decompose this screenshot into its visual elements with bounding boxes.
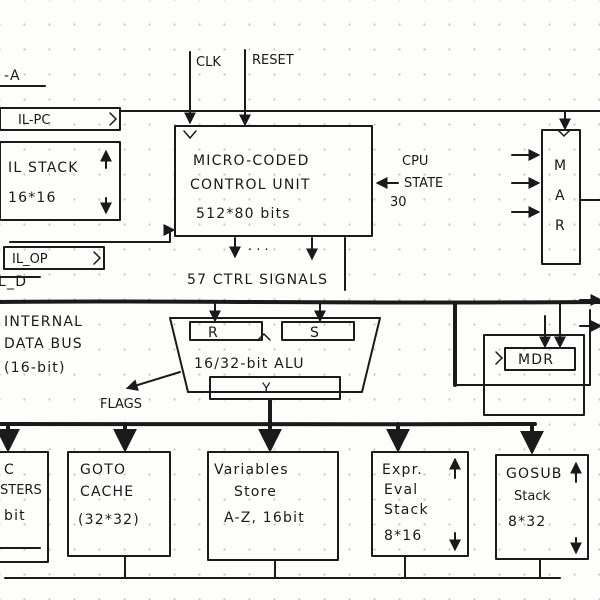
il-stack-title: IL STACK (8, 160, 79, 176)
il-op-register: IL_OP (3, 246, 105, 270)
expr-eval-line1: Expr. (382, 462, 423, 478)
variables-box (207, 451, 339, 561)
control-unit-box (174, 125, 373, 237)
control-unit-line2: CONTROL UNIT (190, 177, 311, 193)
bus-label-line1: INTERNAL (4, 314, 83, 330)
il-stack-box (0, 141, 121, 221)
goto-cache-line3: (32*32) (78, 512, 140, 528)
gosub-line3: 8*32 (508, 514, 547, 530)
mar-letter-a: A (555, 188, 566, 204)
mar-register: M A R (541, 129, 581, 265)
control-unit-block: MICRO-CODED CONTROL UNIT 512*80 bits (174, 125, 373, 237)
clock-triangle-icon (183, 130, 197, 140)
cpu-state-line2: STATE (404, 176, 443, 191)
cpu-state-line1: CPU (402, 154, 428, 169)
ctrl-dots: . . . (248, 239, 269, 254)
il-stack-block: IL STACK 16*16 (0, 141, 121, 221)
bottom-return-bus (4, 576, 561, 580)
variables-line3: A-Z, 16bit (224, 510, 305, 526)
cpu-state-line3: 30 (390, 195, 407, 210)
alu-register-r (189, 321, 263, 341)
mdr-register: MDR (483, 334, 585, 416)
control-unit-line1: MICRO-CODED (193, 153, 310, 169)
alu-output-y (209, 376, 341, 400)
il-op-to-control-line (9, 224, 176, 243)
mdr-outer-box (483, 334, 585, 416)
flags-label: FLAGS (100, 397, 142, 412)
partial-line1: C (4, 462, 15, 478)
mdr-label: MDR (518, 352, 554, 368)
clock-triangle-icon (557, 129, 571, 138)
goto-cache-box (67, 451, 171, 557)
gosub-line2: Stack (514, 489, 550, 504)
variables-store-block: Variables Store A-Z, 16bit (207, 451, 339, 561)
il-pc-register: IL-PC (0, 107, 121, 131)
internal-data-bus (0, 299, 600, 305)
mar-letter-m: M (554, 158, 567, 174)
expr-eval-line3: Stack (384, 502, 429, 518)
gosub-box (495, 454, 589, 560)
lower-data-bus (0, 421, 537, 427)
alu-s-label: S (310, 325, 320, 341)
mdr-loop-line (454, 302, 591, 386)
top-left-signal-fragment: -A (4, 68, 21, 84)
variables-line1: Variables (214, 462, 289, 478)
internal-bus-label: INTERNAL DATA BUS (16-bit) (4, 314, 83, 376)
registers-box (0, 451, 49, 563)
control-unit-line3: 512*80 bits (196, 206, 291, 222)
il-op-box (3, 246, 105, 270)
partial-line3: bit (4, 508, 26, 524)
expr-eval-line2: Eval (384, 482, 418, 498)
alu-outline (169, 317, 381, 393)
il-op-label: IL_OP (12, 252, 48, 267)
mar-letter-r: R (555, 218, 566, 234)
flags-arrow (125, 371, 181, 391)
bus-label-line2: DATA BUS (4, 336, 83, 352)
cpu-state-note: CPU STATE 30 (375, 154, 443, 210)
il-pc-label: IL-PC (18, 113, 50, 128)
clock-triangle-icon (495, 351, 504, 365)
clk-label: CLK (196, 55, 221, 70)
expr-eval-box (371, 451, 469, 557)
alu-label: 16/32-bit ALU (194, 356, 305, 372)
goto-cache-block: GOTO CACHE (32*32) (67, 451, 171, 557)
expr-eval-stack-block: Expr. Eval Stack 8*16 (371, 451, 469, 557)
alu-r-label: R (208, 325, 219, 341)
ctrl-signals-label: 57 CTRL SIGNALS (187, 272, 328, 288)
reset-signal: RESET (239, 49, 294, 127)
bus-label-line3: (16-bit) (4, 360, 66, 376)
reset-label: RESET (252, 53, 294, 68)
registers-block-partial: C STERS bit (0, 451, 49, 563)
il-pc-box (0, 107, 121, 131)
goto-cache-line2: CACHE (80, 484, 134, 500)
clock-triangle-icon (109, 112, 118, 126)
clock-triangle-icon (257, 332, 271, 341)
expr-eval-line4: 8*16 (384, 528, 423, 544)
alu-block: R S 16/32-bit ALU Y (169, 317, 381, 400)
clock-triangle-icon (93, 251, 102, 265)
il-stack-size: 16*16 (8, 190, 57, 206)
gosub-stack-block: GOSUB Stack 8*32 (495, 454, 589, 560)
variables-line2: Store (234, 484, 277, 500)
alu-y-label: Y (261, 381, 272, 397)
goto-cache-line1: GOTO (80, 462, 126, 478)
gosub-line1: GOSUB (506, 466, 563, 482)
partial-line2: STERS (0, 483, 42, 498)
